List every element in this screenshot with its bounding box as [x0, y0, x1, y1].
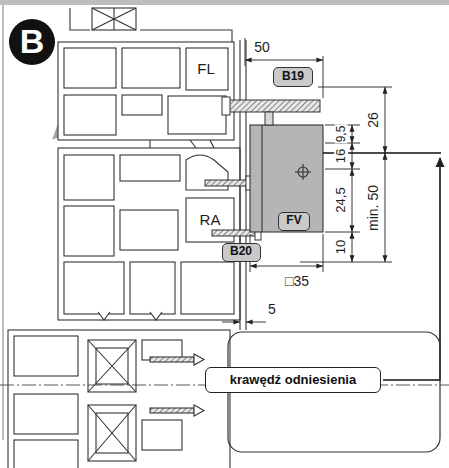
dimension-lines — [352, 232, 353, 262]
view-badge: B — [9, 19, 55, 65]
bolt — [265, 112, 273, 125]
lower-profile — [88, 340, 136, 392]
frame-profile — [120, 155, 180, 181]
node-text: B19 — [282, 70, 304, 83]
dimension-value: 16 — [334, 148, 348, 164]
sash-profile — [150, 140, 214, 148]
part-callout: FV — [278, 212, 310, 231]
dimension-value: 9,5 — [335, 125, 348, 144]
dimension-lines — [352, 169, 353, 232]
bolt — [228, 100, 320, 112]
dimension-lines — [245, 60, 323, 61]
dimension-lines — [385, 153, 386, 262]
lower-profile — [14, 394, 78, 434]
sash-profile — [186, 48, 228, 90]
lower-profile — [150, 408, 194, 413]
reference-line — [323, 153, 441, 380]
sash-profile — [92, 8, 136, 30]
lower-profile — [142, 420, 182, 450]
page-frame — [0, 0, 449, 5]
lower-profile — [96, 348, 128, 384]
frame-profile — [64, 155, 114, 200]
dimension-value: 24,5 — [334, 186, 348, 213]
dimension-lines — [222, 38, 392, 322]
sash-profile — [92, 8, 136, 30]
dimension-lines — [318, 87, 392, 88]
lower-profile — [88, 340, 136, 392]
frame-profile — [98, 312, 162, 320]
bolt — [222, 97, 320, 125]
lower-profile — [14, 440, 78, 468]
dimension-lines — [222, 322, 240, 323]
sash-profile — [58, 8, 234, 148]
lower-profile — [194, 354, 204, 365]
fixing-screws — [205, 180, 247, 186]
sash-profile — [64, 95, 116, 135]
node-text: B20 — [230, 245, 252, 258]
dimension-lines — [325, 169, 360, 170]
frame-profile — [120, 210, 178, 250]
dimension-value: 26 — [366, 111, 381, 129]
sash-profile — [122, 95, 162, 115]
sash-profile — [122, 48, 180, 88]
dimension-lines — [300, 262, 392, 263]
part-callout: B20 — [222, 243, 261, 262]
lower-profile — [8, 330, 230, 468]
sash-profile — [64, 48, 116, 88]
dimension-lines — [246, 322, 266, 323]
dimension-lines — [385, 87, 386, 153]
bolt — [222, 97, 230, 115]
page-frame — [2, 0, 4, 440]
lower-profile — [88, 405, 136, 461]
profile-label: RA — [199, 212, 222, 228]
lower-profile — [88, 340, 136, 392]
reference-line — [383, 158, 440, 380]
lower-profile — [88, 405, 136, 461]
lower-profile — [150, 357, 194, 362]
dimension-value: 10 — [334, 239, 348, 255]
lower-profile — [96, 413, 128, 453]
dimension-lines — [352, 125, 353, 143]
lower-profile — [14, 336, 78, 376]
lower-profile — [194, 405, 204, 416]
sash-profile — [168, 96, 226, 134]
lower-profile — [8, 330, 230, 468]
dimension-lines — [323, 56, 324, 98]
sash-profile — [70, 8, 232, 42]
dimension-value: □35 — [284, 274, 310, 289]
part-callout: B19 — [273, 67, 313, 87]
frame-profile — [181, 262, 234, 314]
dimension-value: 50 — [253, 40, 271, 55]
sash-profile — [58, 42, 234, 140]
node-text: krawędź odniesienia — [230, 373, 356, 387]
sash-profile — [92, 8, 136, 30]
dimension-value: min. 50 — [366, 184, 381, 232]
dimension-lines — [245, 38, 246, 66]
dimension-lines — [325, 232, 360, 233]
fixing-block — [250, 125, 323, 232]
sash-profile — [113, 8, 114, 30]
frame-profile — [64, 262, 124, 314]
dimension-lines — [250, 266, 323, 267]
frame-profile — [130, 262, 175, 314]
fixing-block — [261, 125, 262, 232]
profile-label: FL — [196, 61, 216, 77]
fixing-block — [302, 164, 303, 180]
reference-label-box: krawędź odniesienia — [205, 367, 381, 393]
dimension-value: 5 — [267, 302, 277, 317]
fixing-block — [250, 125, 323, 232]
node-text: B — [20, 23, 45, 60]
frame-profile — [64, 206, 114, 256]
lower-profile — [88, 405, 136, 461]
fixing-screws — [212, 230, 256, 236]
node-text: FV — [286, 214, 301, 227]
page-frame — [0, 0, 449, 440]
dimension-lines — [352, 143, 353, 169]
